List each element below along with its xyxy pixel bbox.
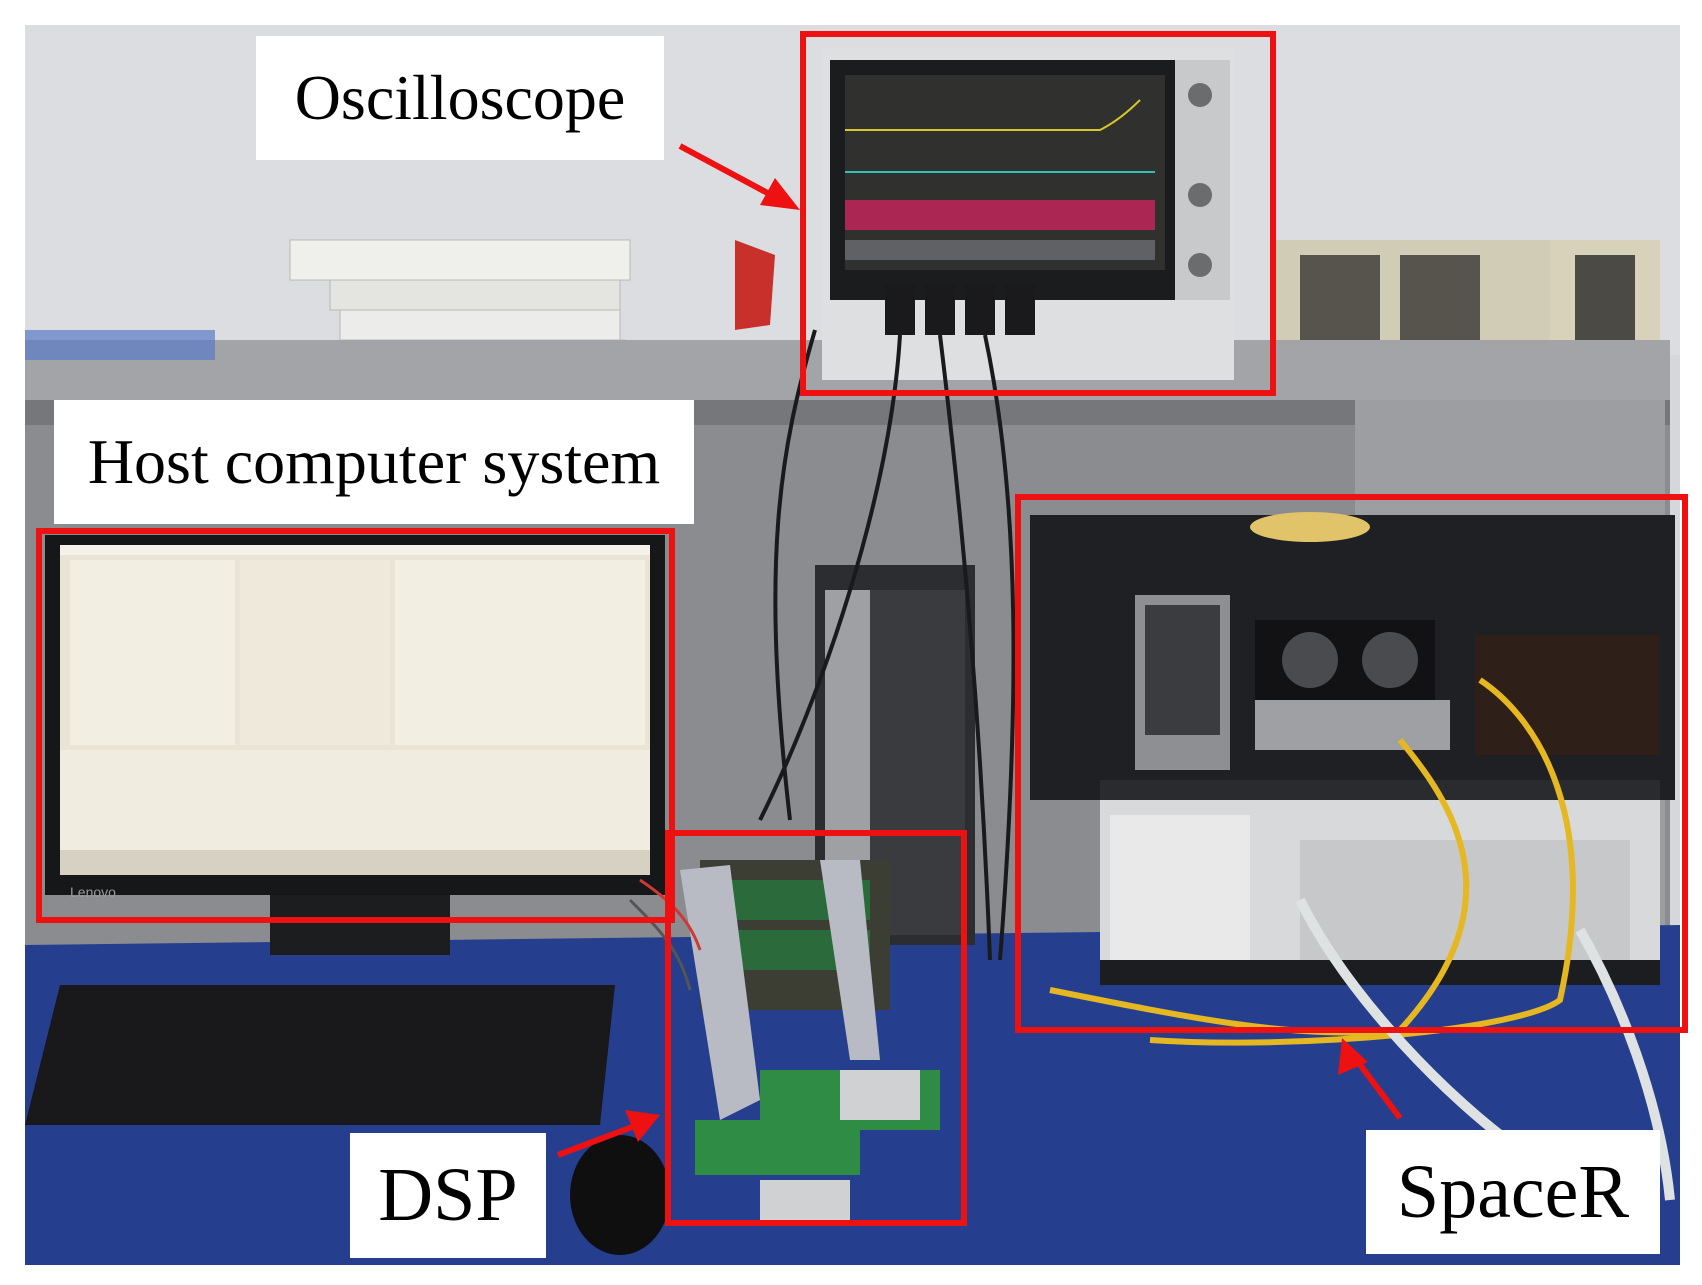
mouse	[570, 1135, 670, 1255]
oscilloscope-label: Oscilloscope	[256, 36, 664, 160]
dsp-label: DSP	[350, 1133, 546, 1258]
dsp-highlight	[665, 830, 967, 1226]
oscilloscope-highlight	[800, 31, 1276, 396]
monitor-brand: Lenovo	[70, 884, 116, 900]
oscilloscope-device	[822, 48, 1234, 380]
host-monitor: Lenovo	[45, 535, 665, 955]
host-computer-label: Host computer system	[54, 400, 694, 524]
spacer-arrow	[1352, 1056, 1403, 1120]
oscilloscope-arrow	[678, 143, 777, 200]
arrows	[556, 143, 1403, 1158]
highlight-boxes	[36, 31, 1688, 1226]
dsp-hardware	[680, 860, 940, 1220]
spacer-highlight	[1015, 494, 1688, 1033]
flag	[735, 240, 775, 330]
photo-content: Lenovo	[25, 25, 1680, 1265]
dsp-arrow	[556, 1124, 634, 1158]
spacer-hardware	[1030, 512, 1675, 985]
keyboard	[25, 985, 615, 1125]
spacer-label: SpaceR	[1366, 1130, 1660, 1254]
host-computer-highlight	[36, 528, 675, 923]
